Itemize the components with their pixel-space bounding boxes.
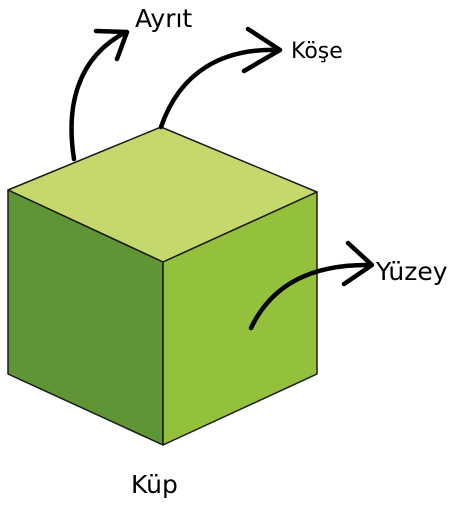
cube-right-face: [162, 191, 318, 446]
shape-label: Küp: [131, 470, 178, 499]
vertex-label: Köşe: [291, 39, 343, 64]
vertex-arrow: [158, 26, 283, 130]
edge-arrow: [69, 28, 130, 162]
face-arrow: [248, 240, 375, 331]
edge-label: Ayrıt: [135, 4, 192, 33]
face-label: Yüzey: [375, 257, 448, 286]
